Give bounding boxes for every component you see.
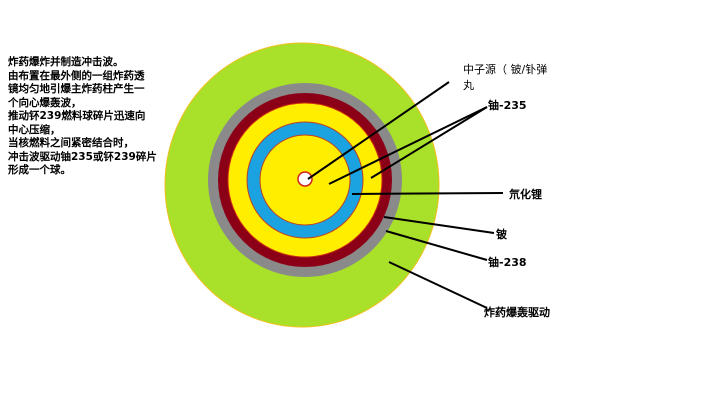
explosive-leader-line: [388, 261, 488, 309]
label-lithium-deuteride: 氘化锂: [509, 188, 542, 201]
beryllium-leader-line: [383, 216, 495, 234]
u235-leader-line-2: [370, 106, 488, 179]
u235-leader-line-1: [328, 106, 488, 185]
lithium-leader-line: [351, 192, 504, 195]
neutron-leader-line: [307, 81, 450, 180]
description-text: 炸药爆炸并制造冲击波。 由布置在最外侧的一组炸药透 镜均匀地引爆主炸药柱产生一 …: [8, 56, 157, 176]
label-u235: 铀-235: [488, 99, 527, 112]
u238-leader-line: [385, 230, 488, 261]
label-neutron-source: 中子源（ 铍/钋弹 丸: [463, 63, 548, 92]
label-explosive: 炸药爆轰驱动: [484, 306, 550, 319]
neutron-source-core: [297, 171, 313, 187]
label-beryllium: 铍: [496, 228, 507, 241]
label-u238: 铀-238: [488, 256, 527, 269]
